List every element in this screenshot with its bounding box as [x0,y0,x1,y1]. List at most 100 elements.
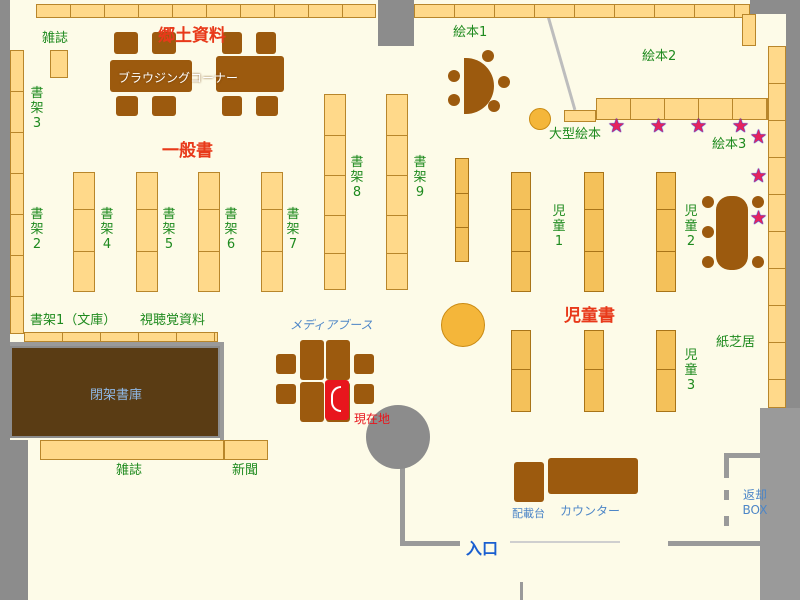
large-picture-book-label: 大型絵本 [549,127,602,142]
current-location-symbol [331,386,341,412]
shelf-4 [73,172,95,292]
wall-corner-bottom-right [760,408,800,600]
star-marker: ★ [750,126,768,148]
distribution-table-label: 配載台 [512,507,545,520]
stool [702,256,714,268]
closed-stack-room [10,346,220,438]
star-marker: ★ [750,207,768,229]
picture-book-3-label: 絵本3 [712,137,747,152]
shelf-6 [198,172,220,292]
stool [752,196,764,208]
current-location-label: 現在地 [354,412,391,426]
partition-line [10,342,224,346]
partition-line-diagonal [547,17,577,111]
local-history-heading: 郷土資料 [158,26,226,46]
browsing-table [216,56,284,92]
stool [702,196,714,208]
picture-book-3-shelf [596,98,768,120]
browsing-corner-label: ブラウジングコーナー [118,71,239,85]
audiovisual-label: 視聴覚資料 [140,313,206,328]
wall-top-right [750,0,800,14]
large-picture-book-shelf [564,110,596,122]
wall-shelf-top-left [36,4,376,18]
partition-line [724,456,729,478]
newspaper-shelf [224,440,268,460]
shelf-4-label: 書架4 [100,207,114,252]
stool [498,76,510,88]
children-shelf-1a [511,172,531,292]
media-booth-label: メディアブース [290,318,373,332]
general-books-heading: 一般書 [162,141,213,161]
shelf-8-label: 書架8 [350,155,364,200]
magazine-rack-top [50,50,68,78]
partition-line [400,463,405,545]
partition-line [724,453,764,458]
shelf-7 [261,172,283,292]
children-shelf-1b [584,172,604,292]
chair [222,96,242,116]
chair [222,32,242,54]
shelf-1-bunko-label: 書架1（文庫） [30,313,117,328]
partition-line [724,516,729,526]
stool [482,50,494,62]
shelf-2-label: 書架2 [30,207,44,252]
entrance-label: 入口 [466,539,499,558]
children-shelf-3a [511,330,531,412]
media-booth-seat [354,384,374,404]
chair [114,32,138,54]
stool [448,70,460,82]
picture-book-2-label: 絵本2 [642,49,677,64]
return-box-label: 返却BOX [742,488,768,517]
newspaper-label: 新聞 [232,463,259,478]
magazine-shelf-bottom [40,440,224,460]
children-shelf-3b [584,330,604,412]
chair [152,96,176,116]
magazine-label-bottom: 雑誌 [116,463,143,478]
shelf-5 [136,172,158,292]
picture-book-1-label: 絵本1 [453,25,488,40]
shelf-9-label: 書架9 [413,155,427,200]
star-marker: ★ [608,115,626,137]
media-booth-seat [276,384,296,404]
wall-shelf-top-right [414,4,750,18]
children-2-label: 児童2 [684,204,698,249]
media-booth-desk [300,340,324,380]
children-3-label: 児童3 [684,348,698,393]
media-booth-desk [300,382,324,422]
star-marker: ★ [650,115,668,137]
shelf-9 [386,94,408,290]
counter-label: カウンター [560,504,621,518]
shelf-3-wall [10,50,24,334]
star-marker: ★ [750,165,768,187]
pillar-top [378,0,414,46]
childrens-books-heading: 児童書 [564,306,615,326]
oval-table [716,196,748,270]
small-round-table [529,108,551,130]
counter-desk [548,458,638,494]
distribution-table [514,462,544,502]
star-marker: ★ [690,115,708,137]
door-line [520,582,523,600]
chair [116,96,138,116]
shelf-6-label: 書架6 [224,207,238,252]
star-marker: ★ [732,115,750,137]
browsing-table [110,60,192,92]
wall-corner-bottom-left [0,440,28,600]
kamishibai-label: 紙芝居 [716,335,756,350]
stool [448,94,460,106]
chair [152,32,176,54]
partition-line [400,541,460,546]
closed-stack-label: 閉架書庫 [90,388,143,403]
shelf-8 [324,94,346,290]
partition-line [668,541,786,546]
round-table [441,303,485,347]
children-shelf-2 [656,172,676,292]
partition-line [510,541,620,543]
shelf-3-label: 書架3 [30,86,44,131]
media-booth-desk [326,340,350,380]
wall-left [0,0,10,600]
shelf-1-bunko [24,332,218,342]
right-wall-shelf [768,46,786,408]
chair [256,32,276,54]
chair [256,96,278,116]
